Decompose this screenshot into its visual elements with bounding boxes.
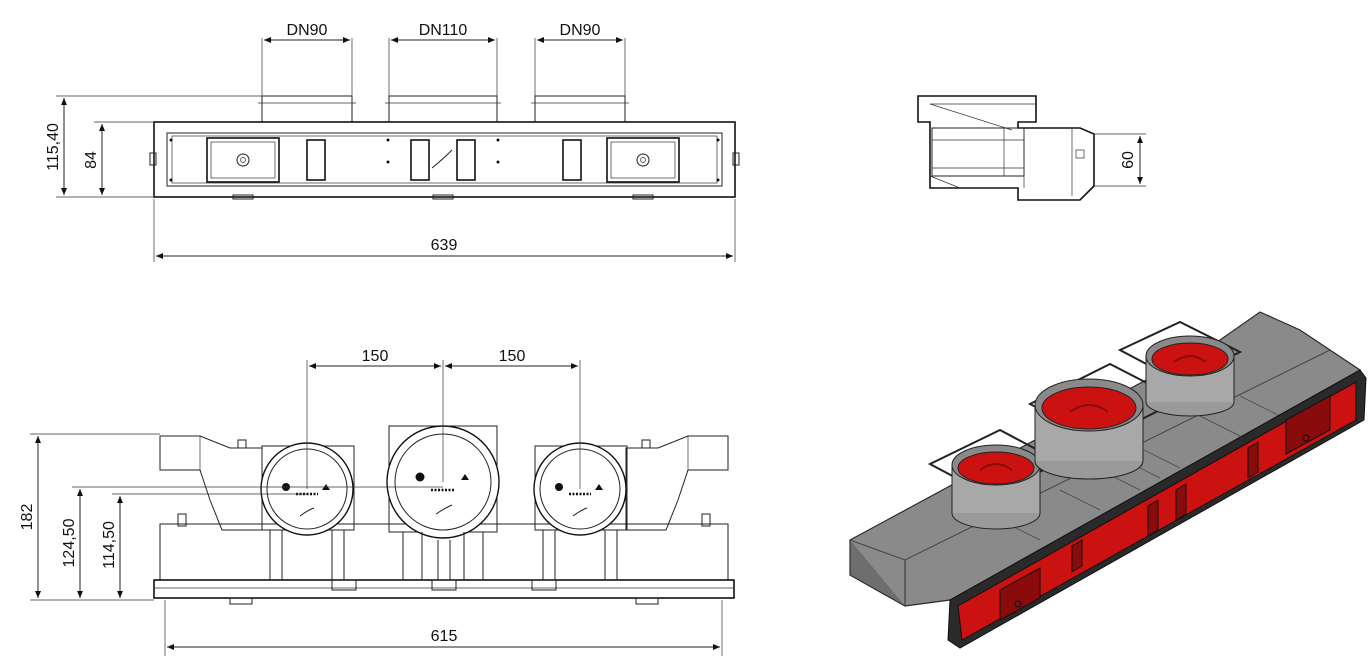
port-stubs — [258, 95, 629, 123]
isometric-render — [849, 311, 1367, 649]
side-view-dimensions: 60 — [1094, 133, 1146, 187]
render-port-center — [1027, 362, 1183, 480]
dim-height-total: 115,40 — [45, 123, 62, 171]
dim-height-center-large: 124,50 — [61, 518, 78, 567]
dim-spacing-left: 150 — [362, 348, 389, 365]
dim-side-height: 60 — [1120, 151, 1137, 169]
dim-height-center-small: 114,50 — [101, 521, 118, 569]
dim-port-center: DN110 — [419, 22, 468, 39]
top-view — [149, 95, 740, 200]
dim-spacing-right: 150 — [499, 348, 526, 365]
dim-width-front: 615 — [431, 628, 458, 645]
render-port-right — [1117, 320, 1243, 417]
dim-height-body: 84 — [83, 151, 100, 169]
top-body-outer — [153, 121, 736, 198]
front-view — [153, 425, 735, 605]
render-front-slots — [999, 395, 1331, 621]
dim-height-total-front: 182 — [19, 504, 36, 531]
dim-width-top: 639 — [431, 237, 458, 254]
front-view-dimensions: 150 150 182 124,50 114,50 615 — [19, 348, 723, 656]
dim-port-left: DN90 — [287, 22, 328, 39]
side-view — [917, 95, 1095, 201]
top-view-dimensions: DN90 DN110 DN90 115,40 84 639 — [45, 22, 736, 262]
dim-port-right: DN90 — [560, 22, 601, 39]
